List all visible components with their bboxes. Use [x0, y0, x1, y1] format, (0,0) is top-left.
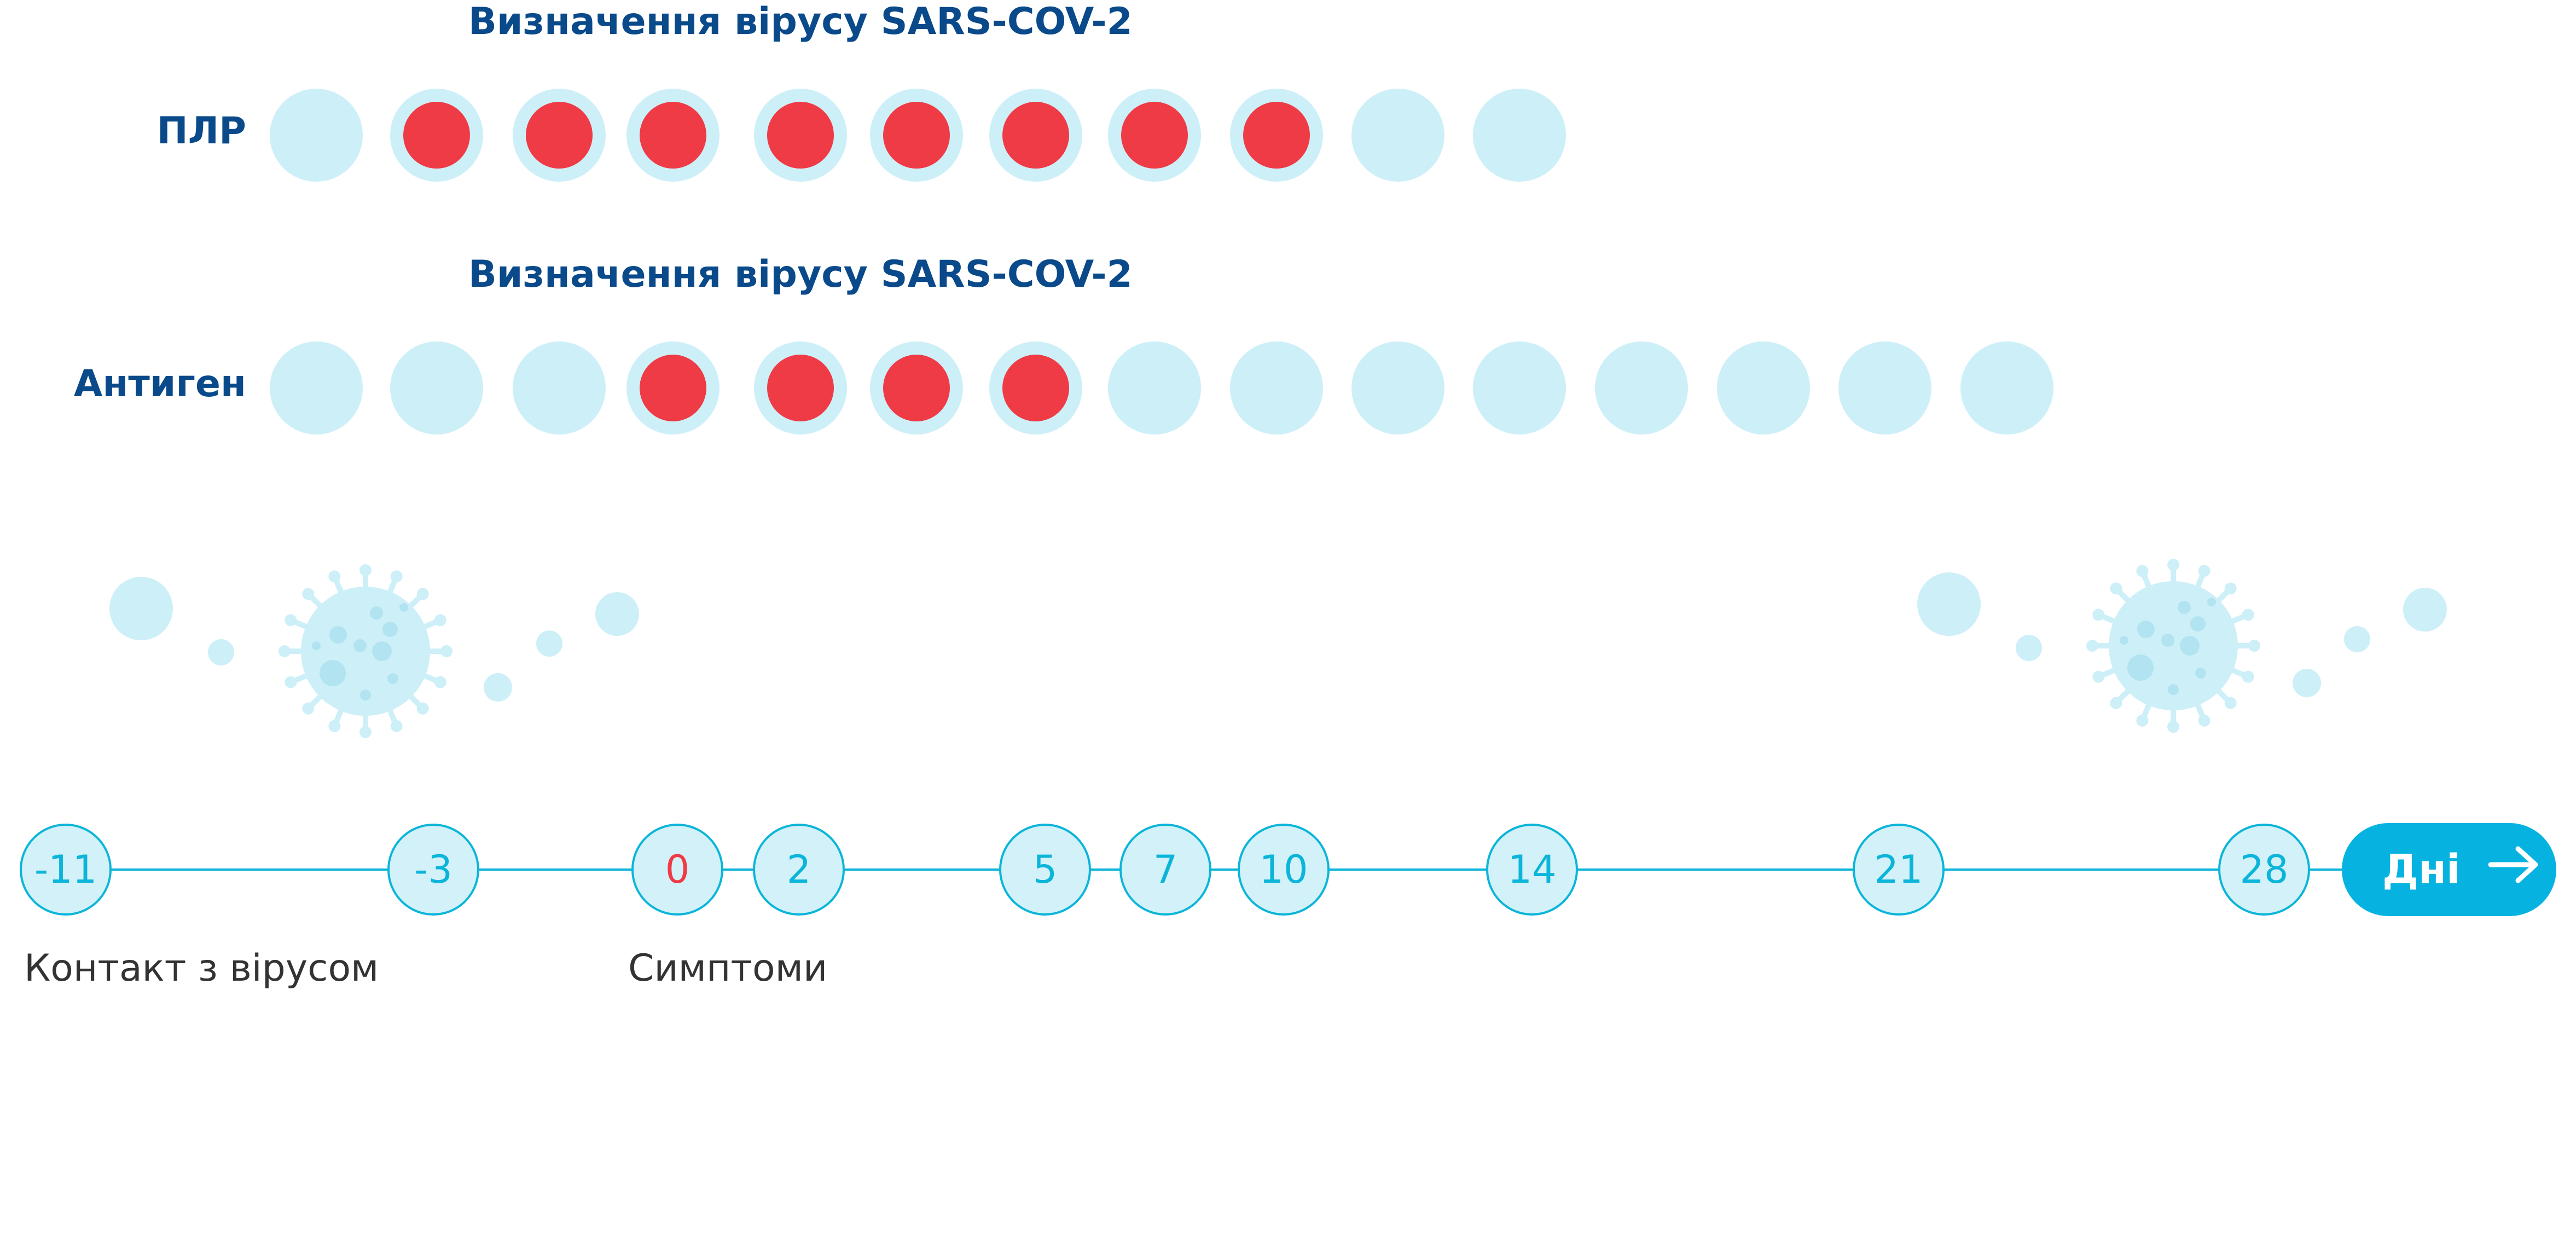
virus-icon: [279, 564, 452, 738]
negative-dot: [1473, 89, 1566, 182]
positive-dot: [1230, 89, 1323, 182]
negative-dot: [1960, 341, 2053, 435]
positive-dot-core: [640, 102, 706, 169]
negative-dot: [1838, 341, 1931, 435]
negative-dot: [390, 341, 483, 435]
decor-bubble-icon: [2016, 635, 2042, 661]
decor-bubble-icon: [109, 577, 173, 640]
decor-bubble-icon: [2403, 588, 2447, 632]
negative-dot: [1717, 341, 1810, 435]
day-marker: 0: [631, 824, 723, 916]
decor-bubble-icon: [484, 673, 512, 702]
negative-dot: [1230, 341, 1323, 435]
positive-dot: [870, 341, 963, 435]
day-marker: 5: [999, 824, 1091, 916]
positive-dot-core: [767, 102, 834, 169]
decor-bubble-icon: [595, 592, 639, 636]
decor-bubble-icon: [2293, 669, 2321, 697]
negative-dot: [1595, 341, 1688, 435]
negative-dot: [1108, 341, 1201, 435]
positive-dot: [1108, 89, 1201, 182]
days-button[interactable]: Дні: [2342, 823, 2556, 916]
day-marker: 28: [2218, 824, 2310, 916]
antigen-label: Антиген: [73, 362, 246, 406]
event-contact: Контакт з вірусом: [24, 947, 379, 990]
positive-dot-core: [640, 355, 706, 421]
positive-dot-core: [1002, 355, 1069, 421]
positive-dot: [989, 341, 1082, 435]
day-marker: 14: [1486, 824, 1578, 916]
positive-dot-core: [883, 355, 950, 421]
positive-dot-core: [1243, 102, 1310, 169]
negative-dot: [1351, 341, 1444, 435]
positive-dot: [626, 341, 720, 435]
day-marker: -11: [20, 824, 112, 916]
positive-dot: [870, 89, 963, 182]
negative-dot: [270, 341, 363, 435]
decor-bubble-icon: [1917, 572, 1981, 636]
negative-dot: [1351, 89, 1444, 182]
positive-dot-core: [526, 102, 593, 169]
positive-dot: [390, 89, 483, 182]
positive-dot-core: [1121, 102, 1188, 169]
positive-dot-core: [1002, 102, 1069, 169]
day-marker: -3: [387, 824, 479, 916]
pcr-label: ПЛР: [156, 109, 246, 153]
positive-dot-core: [403, 102, 470, 169]
event-symptoms: Симптоми: [628, 947, 828, 990]
day-marker: 2: [753, 824, 845, 916]
positive-dot: [626, 89, 720, 182]
positive-dot: [989, 89, 1082, 182]
virus-icon: [2086, 559, 2260, 733]
decor-bubble-icon: [2344, 626, 2370, 652]
day-marker: 10: [1238, 824, 1330, 916]
decor-bubble-icon: [536, 630, 562, 657]
days-button-label: Дні: [2382, 846, 2461, 893]
pcr-heading: Визначення вірусу SARS-COV-2: [468, 0, 1133, 43]
negative-dot: [270, 89, 363, 182]
negative-dot: [1473, 341, 1566, 435]
antigen-heading: Визначення вірусу SARS-COV-2: [468, 253, 1133, 296]
day-marker: 7: [1119, 824, 1211, 916]
positive-dot-core: [883, 102, 950, 169]
negative-dot: [513, 341, 606, 435]
positive-dot: [754, 341, 847, 435]
decor-bubble-icon: [208, 639, 234, 665]
day-marker: 21: [1853, 824, 1945, 916]
positive-dot: [513, 89, 606, 182]
arrow-right-icon: [2487, 846, 2540, 894]
virus-illustrations: [109, 559, 2447, 738]
positive-dot-core: [767, 355, 834, 421]
positive-dot: [754, 89, 847, 182]
